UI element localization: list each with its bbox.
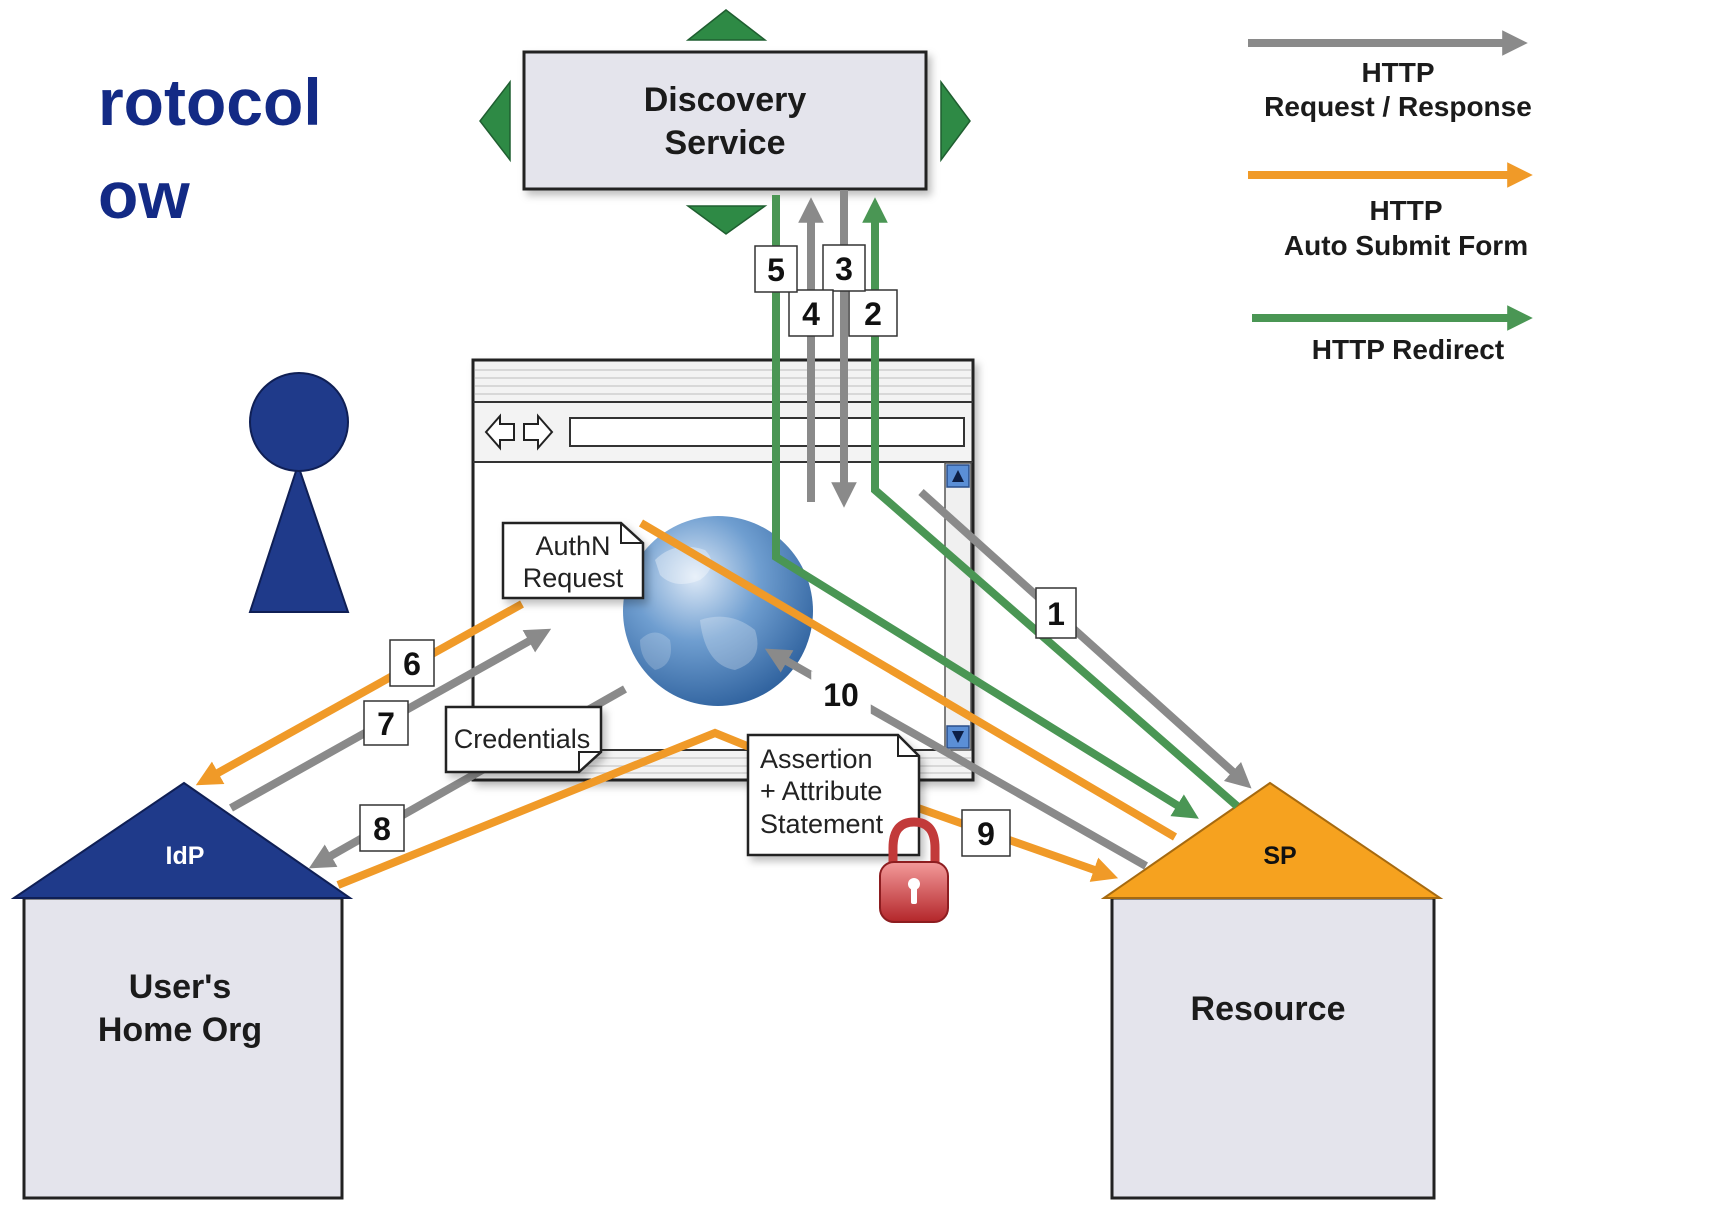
idp-roof	[10, 781, 354, 899]
idp-label-line-1: User's	[129, 968, 232, 1006]
sp-body	[1110, 896, 1436, 1200]
assertion-note: Assertion + Attribute Statement	[746, 733, 921, 857]
flow-arrow-6a	[638, 519, 1178, 841]
flow-arrow-9a	[336, 728, 754, 889]
step-7-text: 7	[377, 706, 395, 742]
sp-house: SP Resource	[1100, 781, 1444, 1200]
lock-icon	[879, 817, 949, 923]
assertion-note-line-2: + Attribute	[760, 776, 882, 806]
discovery-box	[522, 50, 928, 191]
assertion-note-line-1: Assertion	[760, 744, 873, 774]
back-forward-icon[interactable]	[484, 413, 554, 451]
legend-request-response-line-2: Request / Response	[1264, 91, 1532, 122]
idp-roof-label: IdP	[166, 842, 205, 870]
idp-body	[22, 896, 344, 1200]
sp-roof-label: SP	[1263, 842, 1296, 870]
authn-note-line-1: AuthN	[535, 531, 610, 561]
sp-roof	[1100, 781, 1444, 899]
credentials-note: Credentials	[444, 705, 603, 774]
step-label-1: 1	[1035, 587, 1077, 639]
step-label-2: 2	[848, 289, 898, 337]
step-label-7: 7	[363, 700, 409, 746]
flow-arrow-6	[195, 600, 524, 786]
flow-arrow-1	[918, 489, 1252, 789]
step-label-10: 10	[811, 671, 871, 719]
discovery-right-triangle	[940, 79, 971, 163]
step-label-5: 5	[754, 245, 798, 293]
step-5-text: 5	[767, 252, 785, 288]
step-3-text: 3	[835, 251, 853, 287]
step-label-9: 9	[961, 809, 1011, 857]
legend-auto-submit-line-1: HTTP	[1369, 195, 1442, 226]
discovery-left-triangle	[479, 79, 511, 163]
step-1-text: 1	[1047, 596, 1065, 632]
discovery-service: Discovery Service	[479, 9, 971, 235]
assertion-note-line-3: Statement	[760, 809, 884, 839]
address-bar[interactable]	[569, 417, 965, 447]
authn-request-note: AuthN Request	[501, 521, 645, 600]
credentials-note-text: Credentials	[454, 724, 591, 754]
idp-label-line-2: Home Org	[98, 1011, 262, 1049]
step-label-6: 6	[389, 639, 435, 687]
step-4-text: 4	[802, 296, 820, 332]
browser-title-bar	[475, 369, 971, 395]
discovery-label-line-2: Service	[665, 124, 786, 162]
title-line-2: ow	[98, 158, 190, 232]
step-9-text: 9	[977, 816, 995, 852]
step-label-3: 3	[822, 244, 866, 292]
step-label-4: 4	[788, 289, 834, 337]
flow-arrow-5	[772, 195, 1199, 819]
scroll-up-icon[interactable]	[946, 464, 970, 488]
discovery-down-triangle	[685, 205, 768, 235]
flow-arrow-9	[916, 804, 1119, 882]
discovery-up-triangle	[685, 9, 768, 41]
step-label-8: 8	[359, 804, 405, 852]
authn-note-line-2: Request	[523, 563, 624, 593]
legend-auto-submit-line-2: Auto Submit Form	[1284, 230, 1528, 261]
step-8-text: 8	[373, 811, 391, 847]
step-6-text: 6	[403, 646, 421, 682]
legend-redirect-label: HTTP Redirect	[1312, 334, 1504, 365]
user-icon	[248, 372, 350, 613]
scroll-down-icon[interactable]	[946, 725, 970, 749]
step-2-text: 2	[864, 296, 882, 332]
step-10-text: 10	[823, 677, 859, 713]
discovery-label-line-1: Discovery	[644, 81, 807, 119]
sp-label: Resource	[1191, 990, 1346, 1028]
legend-request-response-line-1: HTTP	[1361, 57, 1434, 88]
legend: HTTP Request / Response HTTP Auto Submit…	[1248, 30, 1533, 365]
title-line-1: rotocol	[98, 65, 322, 139]
idp-house: IdP User's Home Org	[10, 781, 354, 1200]
